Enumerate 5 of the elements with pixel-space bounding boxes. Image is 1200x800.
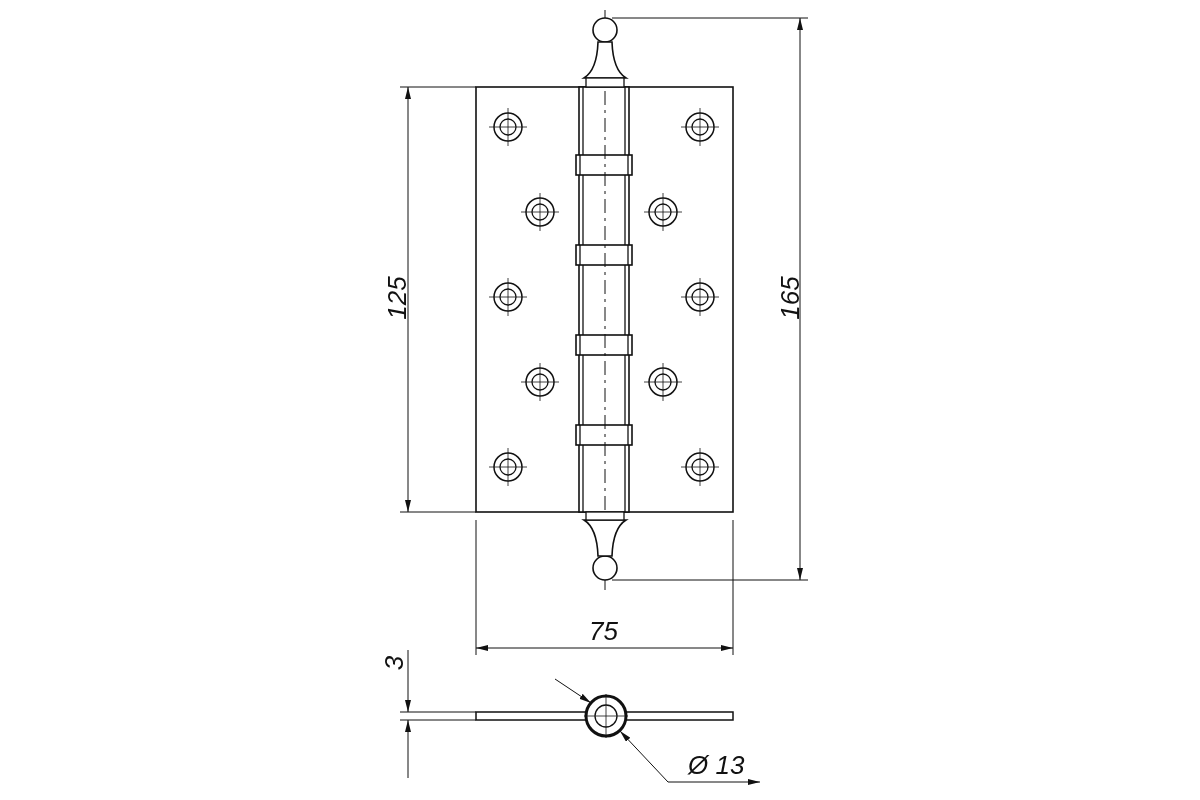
dimension-label: 3 [381, 655, 408, 671]
dimension-label: 165 [776, 276, 803, 320]
dimension-label: 125 [383, 276, 410, 320]
dimension-label: Ø 13 [688, 752, 745, 778]
dimension-label: 75 [589, 618, 618, 644]
